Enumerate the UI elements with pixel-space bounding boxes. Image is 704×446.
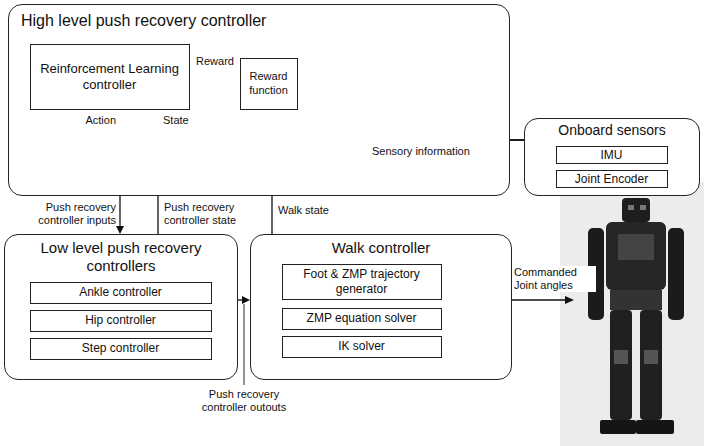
group-box: Walk controllerFoot & ZMP trajectory gen… bbox=[250, 234, 512, 380]
box-label: Ankle controller bbox=[79, 285, 162, 299]
photo-ground bbox=[560, 182, 704, 446]
process-box: Ankle controller bbox=[30, 282, 212, 304]
group-box: High level push recovery controllerReinf… bbox=[8, 4, 510, 196]
process-box: ZMP equation solver bbox=[282, 308, 442, 330]
signal-label: Push recovery controller inputs bbox=[16, 201, 116, 227]
process-box: Foot & ZMP trajectory generator bbox=[282, 264, 442, 300]
process-box: Reinforcement Learning controller bbox=[30, 44, 190, 110]
robot-leg bbox=[640, 310, 662, 420]
robot-arm bbox=[668, 228, 684, 320]
robot-head bbox=[622, 198, 650, 222]
process-box: Step controller bbox=[30, 338, 212, 360]
box-label: IMU bbox=[601, 148, 623, 162]
robot-knee bbox=[614, 350, 628, 364]
box-label: Hip controller bbox=[85, 313, 156, 327]
edge-label: State bbox=[163, 114, 223, 127]
robot-knee bbox=[644, 350, 658, 364]
group-title: Low level push recovery controllers bbox=[13, 239, 229, 275]
box-label: Foot & ZMP trajectory generator bbox=[286, 267, 438, 296]
connector-arrow bbox=[238, 296, 250, 304]
edge-label: Sensory information bbox=[372, 145, 502, 158]
robot-hip bbox=[610, 290, 662, 310]
robot-foot bbox=[600, 420, 636, 434]
robot-chest bbox=[618, 234, 654, 260]
group-title: Walk controller bbox=[259, 239, 503, 257]
box-label: Reinforcement Learning controller bbox=[34, 61, 186, 92]
box-label: Joint Encoder bbox=[575, 172, 648, 186]
arrow-head bbox=[116, 226, 124, 234]
process-box: Hip controller bbox=[30, 310, 212, 332]
robot-eye bbox=[640, 205, 646, 210]
leader-line bbox=[244, 304, 245, 385]
group-box: Onboard sensorsIMU Joint Encoder bbox=[524, 118, 700, 196]
process-box: Reward function bbox=[240, 58, 298, 110]
signal-label: Commanded Joint angles bbox=[514, 266, 596, 292]
box-label: Step controller bbox=[82, 341, 159, 355]
group-title: High level push recovery controller bbox=[21, 11, 497, 30]
box-label: ZMP equation solver bbox=[307, 311, 417, 325]
arrow-head bbox=[565, 296, 574, 304]
robot-figure bbox=[588, 198, 684, 434]
signal-label: Push recovery controller state bbox=[164, 201, 256, 227]
process-box: Joint Encoder bbox=[556, 170, 668, 188]
robot-foot bbox=[636, 420, 674, 434]
arrow-head bbox=[242, 296, 250, 304]
box-label: IK solver bbox=[338, 339, 385, 353]
robot-leg bbox=[610, 310, 632, 420]
robot-eye bbox=[628, 205, 634, 210]
edge-label: Reward bbox=[190, 55, 240, 68]
command-arrow bbox=[512, 299, 566, 300]
edge-label: Walk state bbox=[278, 204, 358, 217]
process-box: IK solver bbox=[282, 336, 442, 358]
box-label: Reward function bbox=[244, 70, 294, 96]
process-box: IMU bbox=[556, 146, 668, 164]
group-box: Low level push recovery controllersAnkle… bbox=[4, 234, 238, 380]
robot-torso bbox=[606, 222, 666, 290]
edge-label: Push recovery controller outouts bbox=[189, 388, 299, 414]
edge-label: Action bbox=[66, 114, 116, 127]
group-title: Onboard sensors bbox=[531, 122, 693, 139]
